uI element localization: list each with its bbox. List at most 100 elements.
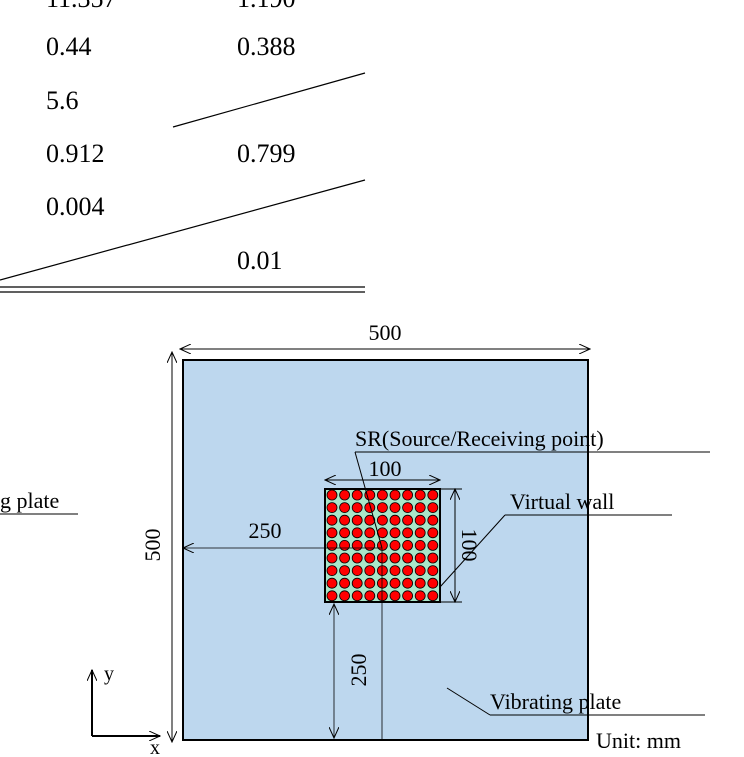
sr-point <box>351 565 363 576</box>
virtual-wall-label: Virtual wall <box>510 489 614 514</box>
sr-point <box>326 502 338 514</box>
table-cell: 0.01 <box>237 246 283 275</box>
sr-point <box>427 577 439 589</box>
inner-width-label: 100 <box>369 456 402 481</box>
y-axis-label: y <box>104 663 114 685</box>
sr-point <box>402 552 414 564</box>
sr-point <box>376 514 388 526</box>
sr-point <box>427 590 439 602</box>
sr-point <box>402 514 414 526</box>
sr-point <box>427 527 439 539</box>
table-cell: 5.6 <box>46 86 79 115</box>
sr-point <box>414 540 426 551</box>
sr-point <box>339 565 351 576</box>
sr-point <box>351 502 363 514</box>
sr-point <box>376 502 388 514</box>
sr-point <box>402 540 414 551</box>
sr-point <box>364 590 376 602</box>
sr-point <box>414 502 426 514</box>
sr-point <box>414 489 426 501</box>
sr-point <box>339 577 351 589</box>
sr-point <box>427 489 439 501</box>
sr-point <box>339 552 351 564</box>
table-diagonal <box>0 179 366 281</box>
sr-point <box>351 540 363 551</box>
sr-point <box>364 565 376 576</box>
table-cell: 0.912 <box>46 139 105 168</box>
sr-point <box>364 502 376 514</box>
sr-point <box>389 565 401 576</box>
sr-point <box>339 540 351 551</box>
left-offset-label: 250 <box>249 518 282 543</box>
sr-point <box>326 527 338 539</box>
sr-point <box>339 514 351 526</box>
wall-leader <box>439 514 506 588</box>
sr-point <box>364 552 376 564</box>
sr-point <box>389 577 401 589</box>
sr-label: SR(Source/Receiving point) <box>355 426 604 451</box>
sr-leader <box>354 451 383 549</box>
sr-point <box>326 540 338 551</box>
sr-point <box>326 514 338 526</box>
sr-point <box>351 527 363 539</box>
sr-point <box>364 527 376 539</box>
left-plate-label: g plate <box>0 488 59 513</box>
sr-point <box>339 489 351 501</box>
sr-point <box>326 489 338 501</box>
width-label: 500 <box>369 320 402 345</box>
sr-point <box>364 514 376 526</box>
sr-point <box>427 502 439 514</box>
height-label: 500 <box>140 529 165 562</box>
sr-point <box>326 552 338 564</box>
x-axis-label: x <box>150 737 160 757</box>
sr-point <box>376 489 388 501</box>
sr-point <box>364 540 376 551</box>
sr-point <box>351 514 363 526</box>
sr-point <box>389 502 401 514</box>
sr-point <box>389 489 401 501</box>
sr-point <box>326 590 338 602</box>
table-cell: 0.44 <box>46 32 92 61</box>
table-cell: 0.388 <box>237 32 296 61</box>
vibrating-plate <box>182 359 589 741</box>
sr-point <box>339 527 351 539</box>
vibrating-plate-label: Vibrating plate <box>490 689 621 714</box>
sr-point <box>427 540 439 551</box>
sr-point <box>402 502 414 514</box>
sr-point <box>414 590 426 602</box>
sr-point <box>427 514 439 526</box>
sr-point <box>402 565 414 576</box>
table-cell: 11.357 <box>46 0 117 14</box>
sr-point <box>326 577 338 589</box>
sr-point <box>389 527 401 539</box>
sr-point <box>402 577 414 589</box>
source-receiving-points <box>326 489 439 602</box>
sr-point <box>351 590 363 602</box>
sr-point <box>389 540 401 551</box>
sr-point <box>414 514 426 526</box>
sr-point <box>351 489 363 501</box>
table-cell: 1.190 <box>237 0 296 14</box>
sr-point <box>427 565 439 576</box>
plate-leader <box>446 687 491 716</box>
sr-point <box>389 514 401 526</box>
sr-point <box>414 552 426 564</box>
sr-point <box>402 590 414 602</box>
sr-point <box>414 527 426 539</box>
bottom-offset-label: 250 <box>346 654 371 687</box>
table-cell: 0.004 <box>46 192 105 221</box>
unit-label: Unit: mm <box>596 728 681 753</box>
sr-point <box>414 577 426 589</box>
sr-point <box>364 577 376 589</box>
sr-point <box>351 577 363 589</box>
sr-point <box>351 552 363 564</box>
table-diagonal <box>172 72 366 128</box>
sr-point <box>326 565 338 576</box>
sr-point <box>389 552 401 564</box>
sr-point <box>427 552 439 564</box>
table-cell: 0.799 <box>237 139 296 168</box>
sr-point <box>414 565 426 576</box>
sr-point <box>402 489 414 501</box>
sr-point <box>389 590 401 602</box>
